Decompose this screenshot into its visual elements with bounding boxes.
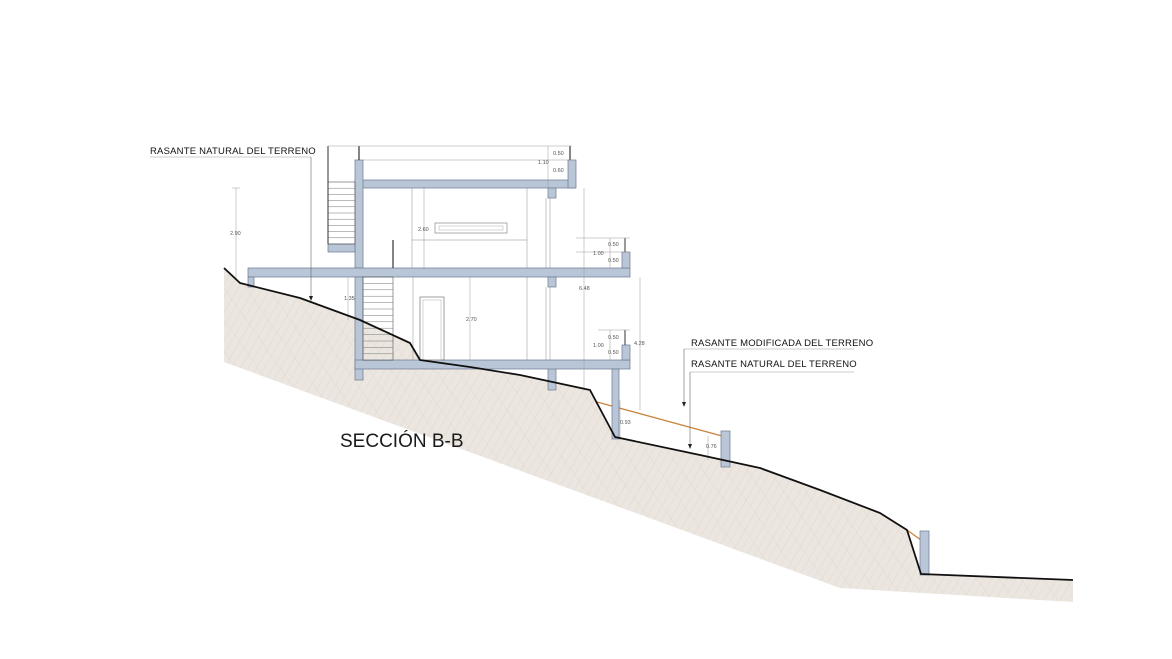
stairs	[327, 146, 394, 361]
dim-mid-050a: 0.50	[608, 242, 619, 248]
dim-0-93: 0.93	[620, 420, 631, 426]
dim-2-90: 2.90	[230, 231, 241, 237]
dim-mid-050b: 0.50	[608, 258, 619, 264]
dim-low-050b: 0.50	[608, 350, 619, 356]
house-section	[247, 159, 930, 576]
dim-0-76: 0.76	[706, 444, 717, 450]
leader-lines	[150, 156, 854, 449]
section-title: SECCIÓN B-B	[340, 430, 464, 452]
modified-terrain-line-lower	[906, 529, 922, 541]
dim-4-28: 4.28	[634, 341, 645, 347]
dim-top-110: 1.10	[538, 160, 549, 166]
dim-top-060: 0.60	[553, 168, 564, 174]
label-natural-terrain-right: RASANTE NATURAL DEL TERRENO	[691, 359, 857, 370]
dim-2-70: 2.70	[466, 317, 477, 323]
dim-6-48: 6.48	[579, 286, 590, 292]
dim-top-050: 0.50	[553, 151, 564, 157]
dim-1-35: 1.35	[344, 296, 355, 302]
dim-2-60: 2.60	[418, 227, 429, 233]
interior-lines	[358, 146, 626, 361]
dim-low-050a: 0.50	[608, 335, 619, 341]
label-modified-terrain: RASANTE MODIFICADA DEL TERRENO	[691, 338, 873, 349]
dimension-lines	[232, 145, 709, 460]
natural-terrain-line	[223, 267, 1074, 581]
dim-mid-100: 1.00	[593, 251, 604, 257]
dim-low-100: 1.00	[593, 343, 604, 349]
label-natural-terrain-left: RASANTE NATURAL DEL TERRENO	[150, 146, 316, 157]
terrain-mass	[224, 268, 1073, 602]
